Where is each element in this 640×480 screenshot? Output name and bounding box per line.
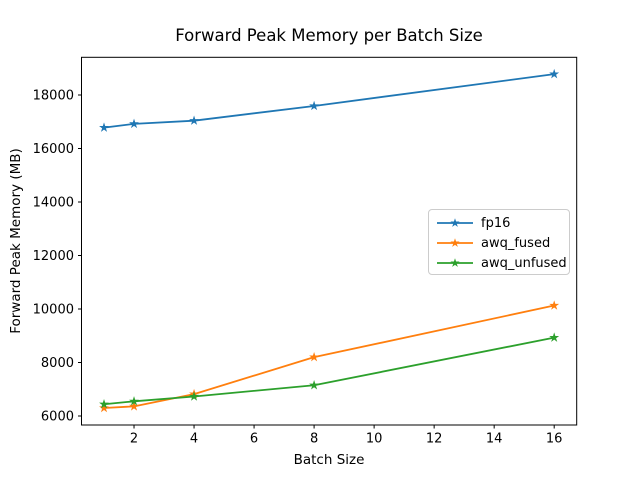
marker-awq_fused-bs1 — [99, 402, 109, 413]
x-axis-label: Batch Size — [293, 452, 365, 468]
marker-awq_fused-bs2 — [129, 401, 139, 411]
y-tick-label: 6000 — [41, 410, 74, 425]
line-awq_unfused — [103, 336, 556, 406]
marker-awq_fused-bs8 — [309, 351, 320, 362]
marker-fp16-bs1 — [99, 122, 109, 132]
marker-fp16-bs16 — [549, 68, 560, 79]
legend-sample-star-icon — [450, 258, 460, 267]
x-tick-label: 14 — [486, 432, 503, 447]
plot-border — [81, 56, 578, 426]
x-tick-label: 8 — [310, 432, 318, 447]
x-tick-label: 12 — [426, 432, 443, 447]
y-tick-label: 18000 — [33, 88, 74, 103]
legend-item-awq-fused: awq_fused — [437, 233, 569, 253]
legend-sample-star-icon — [450, 218, 460, 227]
chart-title: Forward Peak Memory per Batch Size — [175, 26, 483, 45]
x-tick-label: 10 — [366, 432, 383, 447]
legend-item-fp16: fp16 — [437, 213, 569, 233]
y-tick-label: 10000 — [33, 303, 74, 318]
marker-awq_unfused-bs8 — [309, 380, 320, 390]
marker-awq_fused-bs16 — [549, 300, 560, 310]
line-fp16 — [103, 73, 556, 129]
legend-line-marker-awq-fused — [437, 238, 473, 247]
x-tick-label: 6 — [250, 432, 258, 447]
marker-fp16-bs2 — [129, 118, 139, 129]
x-tick-label: 4 — [190, 432, 198, 447]
legend-sample-star-icon — [450, 238, 460, 247]
legend-line-marker-awq-unfused — [437, 258, 473, 267]
marker-fp16-bs8 — [309, 100, 320, 111]
legend-line-marker-fp16 — [437, 218, 473, 227]
y-tick-label: 14000 — [33, 195, 74, 210]
legend-label-awq-unfused: awq_unfused — [481, 255, 567, 271]
legend-label-fp16: fp16 — [481, 215, 511, 231]
marker-awq_unfused-bs2 — [129, 396, 139, 406]
legend-item-awq-unfused: awq_unfused — [437, 253, 569, 273]
y-tick-label: 8000 — [41, 356, 74, 371]
y-axis-label: Forward Peak Memory (MB) — [8, 148, 24, 334]
marker-awq_unfused-bs16 — [549, 332, 560, 342]
legend: fp16 awq_fused awq_unfused — [428, 209, 570, 275]
marker-awq_unfused-bs4 — [189, 391, 199, 401]
y-tick-label: 16000 — [33, 142, 74, 157]
legend-label-awq-fused: awq_fused — [481, 235, 551, 251]
y-tick-label: 12000 — [33, 249, 74, 264]
line-awq_fused — [103, 304, 556, 409]
x-tick-label: 2 — [130, 432, 138, 447]
marker-fp16-bs4 — [189, 115, 199, 125]
marker-awq_unfused-bs1 — [99, 399, 109, 409]
x-tick-label: 16 — [546, 432, 563, 447]
